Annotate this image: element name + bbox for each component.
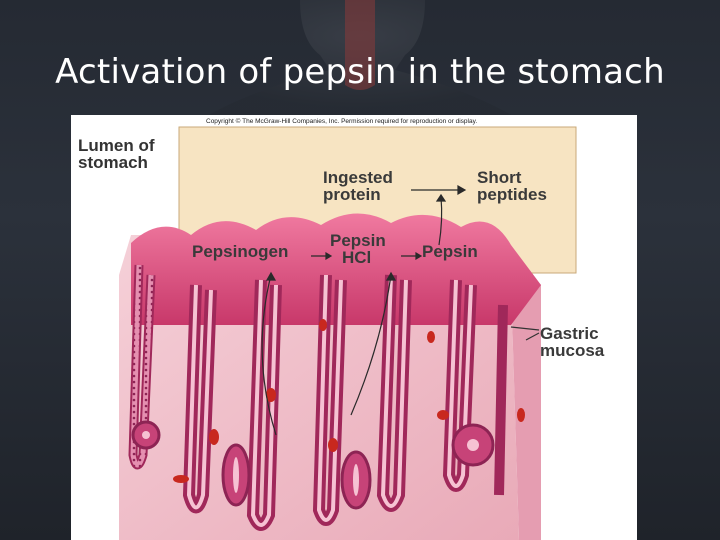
label-pepsin: Pepsin [422,243,478,260]
label-gastric-mucosa: Gastric mucosa [540,325,604,359]
label-pepsinogen: Pepsinogen [192,243,288,260]
label-lumen-of-stomach: Lumen of stomach [78,137,155,171]
label-pepsin-hcl: Pepsin HCl [330,232,386,266]
stomach-diagram: Copyright © The McGraw-Hill Companies, I… [71,115,637,540]
slide-title: Activation of pepsin in the stomach [0,52,720,92]
label-short-peptides: Short peptides [477,169,547,203]
copyright-notice: Copyright © The McGraw-Hill Companies, I… [206,118,477,125]
label-ingested-protein: Ingested protein [323,169,393,203]
